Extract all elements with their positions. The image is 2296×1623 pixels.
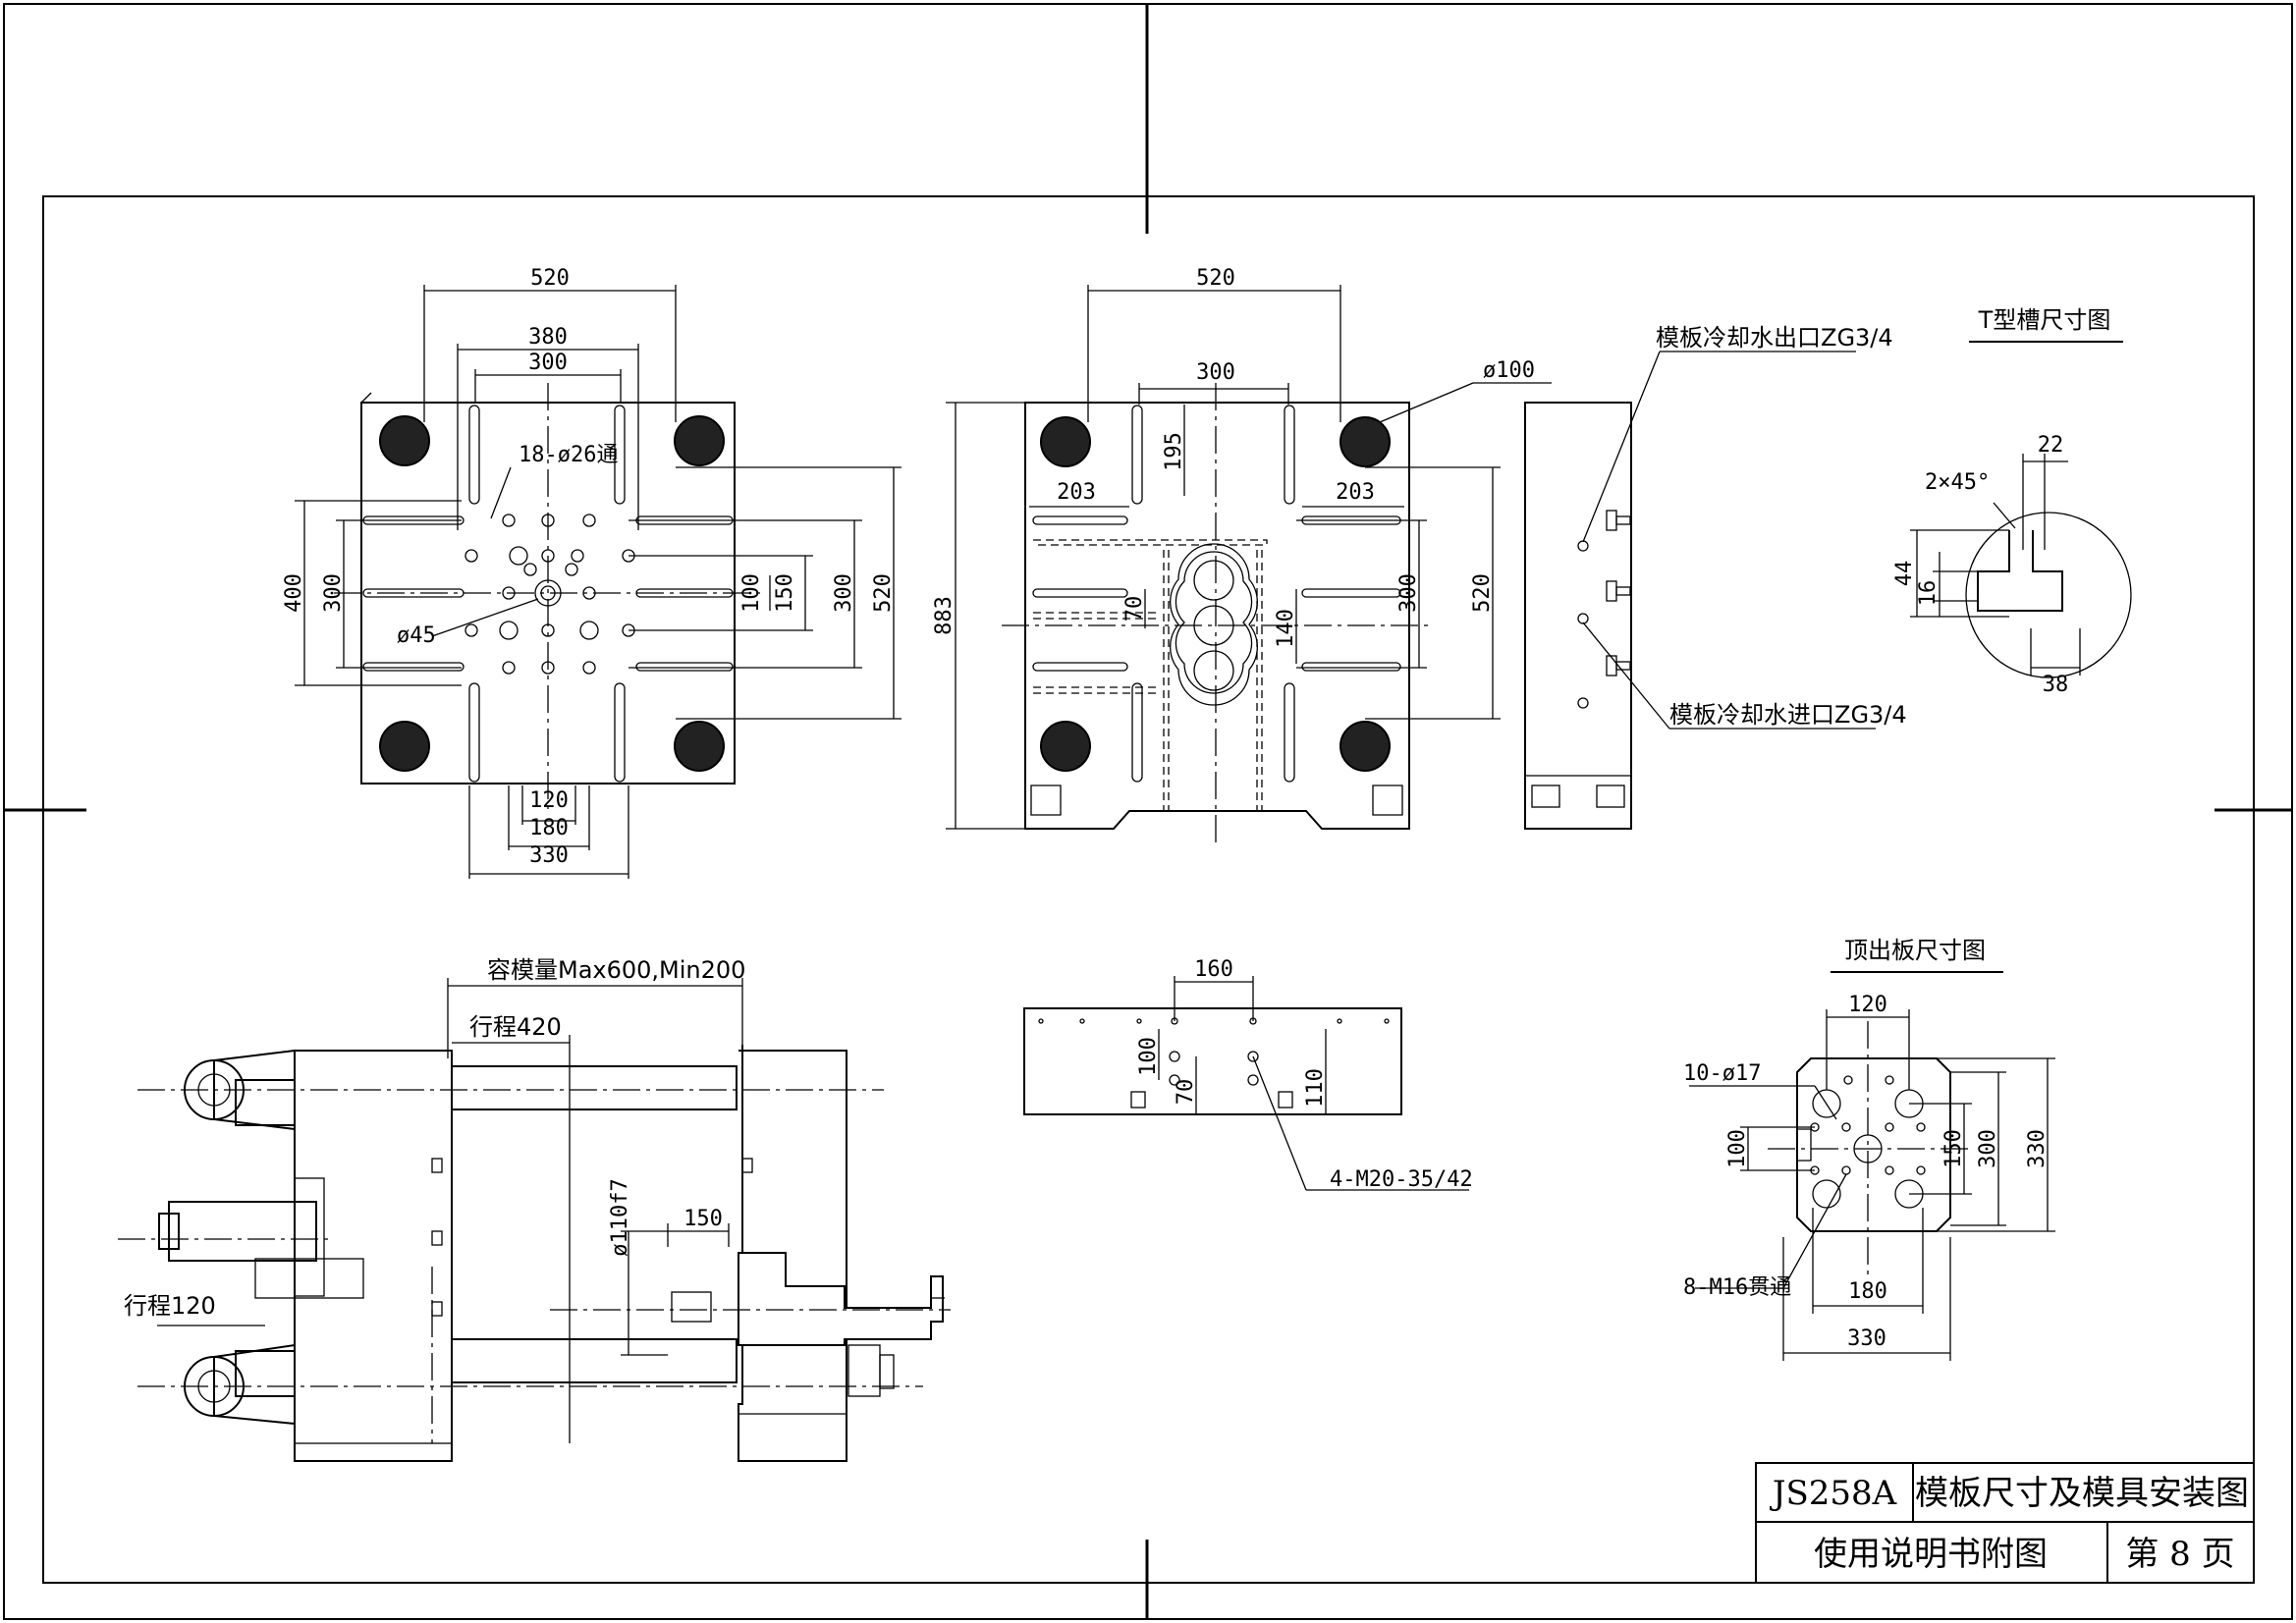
model-number: JS258A bbox=[1770, 1474, 1897, 1513]
ejector-heading: 顶出板尺寸图 bbox=[1844, 937, 1986, 964]
platen-top-strip: 160 100 70 110 4-M20-35/42 bbox=[1023, 957, 1473, 1192]
mp-dim-70: 70 bbox=[1122, 596, 1147, 622]
strip-dim-110: 110 bbox=[1303, 1068, 1328, 1108]
ejector-note-holes: 10-ø17 bbox=[1683, 1061, 1761, 1086]
machine-assembly-view: 容模量Max600,Min200 行程420 ø110f7 150 行程120 bbox=[118, 956, 951, 1462]
fp-dim-150: 150 bbox=[773, 573, 797, 613]
stroke-420-note: 行程420 bbox=[469, 1013, 562, 1041]
moving-platen-view: 520 300 195 203 203 883 70 140 300 520 ø… bbox=[932, 266, 1552, 844]
platen-side-view: 模板冷却水出口ZG3/4 模板冷却水进口ZG3/4 bbox=[1524, 324, 1907, 830]
t-slot-dim-38: 38 bbox=[2043, 673, 2069, 697]
mp-dim-520: 520 bbox=[1196, 266, 1235, 291]
ejector-dim-180: 180 bbox=[1848, 1279, 1887, 1304]
fp-dim-300: 300 bbox=[528, 351, 568, 375]
t-slot-detail: T型槽尺寸图 22 2×45° 44 16 38 bbox=[1892, 306, 2132, 697]
t-slot-chamfer: 2×45° bbox=[1925, 470, 1990, 495]
ejector-note-threads: 8-M16贯通 bbox=[1683, 1275, 1791, 1300]
t-slot-heading: T型槽尺寸图 bbox=[1978, 306, 2111, 334]
mp-dim-195: 195 bbox=[1162, 432, 1186, 471]
fixed-platen-view: 520 380 300 400 300 100 150 300 520 120 … bbox=[282, 266, 902, 879]
mp-dim-300-right: 300 bbox=[1396, 573, 1421, 613]
t-slot-dim-22: 22 bbox=[2038, 433, 2064, 458]
fp-dim-300-left: 300 bbox=[321, 573, 346, 613]
nozzle-dim-150: 150 bbox=[683, 1207, 723, 1231]
fp-dim-100: 100 bbox=[739, 573, 764, 613]
drawing-subtitle: 使用说明书附图 bbox=[1814, 1535, 2048, 1574]
fp-dim-330: 330 bbox=[529, 843, 569, 868]
stroke-120-note: 行程120 bbox=[124, 1292, 216, 1320]
mp-dim-300: 300 bbox=[1196, 360, 1235, 385]
mp-dim-203-right: 203 bbox=[1336, 480, 1375, 505]
fp-dim-520-right: 520 bbox=[871, 573, 896, 613]
ejector-dim-100: 100 bbox=[1725, 1129, 1750, 1168]
strip-note-threads: 4-M20-35/42 bbox=[1330, 1167, 1473, 1192]
fp-dim-120: 120 bbox=[529, 788, 569, 813]
centering-marks bbox=[4, 4, 2292, 1619]
ejector-dim-300: 300 bbox=[1976, 1129, 2000, 1168]
page-number: 第 8 页 bbox=[2125, 1535, 2234, 1574]
fp-dim-520: 520 bbox=[530, 266, 570, 291]
strip-dim-100: 100 bbox=[1136, 1037, 1161, 1076]
tie-bar-diameter: ø110f7 bbox=[608, 1178, 632, 1256]
cooling-inlet-note: 模板冷却水进口ZG3/4 bbox=[1669, 701, 1907, 729]
strip-dim-70: 70 bbox=[1174, 1079, 1198, 1106]
mp-dim-883: 883 bbox=[932, 596, 957, 635]
mp-dim-140: 140 bbox=[1274, 609, 1298, 648]
ejector-plate-detail: 顶出板尺寸图 120 100 150 300 330 bbox=[1683, 937, 2055, 1361]
t-slot-dim-44: 44 bbox=[1892, 561, 1917, 587]
ejector-dim-330-bottom: 330 bbox=[1847, 1326, 1886, 1351]
drawing-title: 模板尺寸及模具安装图 bbox=[1915, 1474, 2249, 1513]
mp-dim-203-left: 203 bbox=[1057, 480, 1096, 505]
t-slot-dim-16: 16 bbox=[1916, 580, 1941, 607]
ejector-dim-150: 150 bbox=[1941, 1129, 1966, 1168]
fp-note-holes: 18-ø26通 bbox=[519, 443, 618, 467]
inner-frame bbox=[42, 195, 2255, 1584]
ejector-dim-120: 120 bbox=[1848, 993, 1887, 1017]
strip-dim-160: 160 bbox=[1194, 957, 1233, 982]
fp-dim-380: 380 bbox=[528, 325, 568, 350]
mold-capacity-note: 容模量Max600,Min200 bbox=[487, 956, 745, 984]
mp-note-d100: ø100 bbox=[1483, 358, 1535, 383]
cooling-outlet-note: 模板冷却水出口ZG3/4 bbox=[1656, 324, 1893, 352]
ejector-dim-330-right: 330 bbox=[2025, 1129, 2050, 1168]
mp-dim-520-right: 520 bbox=[1470, 573, 1495, 613]
fp-dim-180: 180 bbox=[529, 816, 569, 840]
fp-note-d45: ø45 bbox=[397, 623, 436, 648]
fp-dim-400: 400 bbox=[282, 573, 306, 613]
title-block: JS258A 模板尺寸及模具安装图 使用说明书附图 第 8 页 bbox=[1755, 1462, 2255, 1584]
fp-dim-300-right: 300 bbox=[832, 573, 856, 613]
